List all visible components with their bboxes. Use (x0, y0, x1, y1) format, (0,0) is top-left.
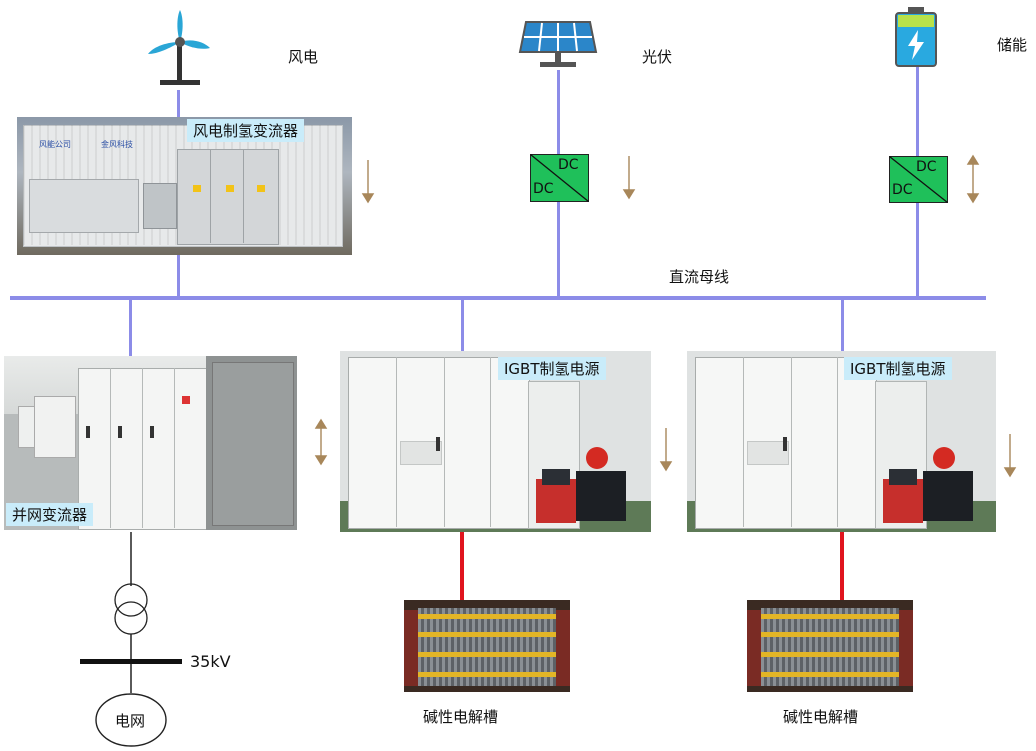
brand-text-1: 风能公司 (39, 140, 71, 149)
dc-bus-label: 直流母线 (669, 268, 730, 286)
cabinet-doors (177, 149, 279, 245)
igbt2-photo (687, 351, 996, 532)
storage-dcdc-converter (889, 156, 948, 203)
wind-turbine-icon (148, 10, 210, 85)
worker-helmet (586, 447, 608, 469)
storage-dcdc-bottom: DC (892, 182, 913, 198)
electrolyzer1-label: 碱性电解槽 (423, 708, 499, 726)
igbt2-line (841, 296, 844, 353)
wind-label: 风电 (288, 48, 319, 66)
worker-helmet (933, 447, 955, 469)
pv-dcdc-top: DC (558, 157, 579, 173)
igbt1-line (461, 298, 464, 353)
busbar-35kv (80, 659, 182, 664)
igbt1-tag: IGBT制氢电源 (498, 357, 606, 380)
cooling-unit (29, 179, 139, 233)
solar-panel-icon (518, 21, 598, 67)
electrolyzer1-photo (404, 600, 570, 692)
storage-label: 储能 (997, 36, 1028, 54)
wind-converter-tag: 风电制氢变流器 (187, 119, 305, 142)
battery-icon (895, 7, 937, 67)
transformer-coil-bottom (114, 601, 148, 635)
grid-label: 电网 (115, 712, 146, 730)
converter-cabinets (78, 368, 208, 530)
pv-dcdc-bottom: DC (533, 181, 554, 197)
grid-converter-line (129, 298, 132, 356)
voltage-label: 35kV (190, 652, 231, 671)
brand-text-2: 金风科技 (101, 140, 133, 149)
grid-converter-tag: 并网变流器 (6, 503, 94, 526)
electrolyzer2-photo (747, 600, 913, 692)
power-flow-arrows (314, 154, 1017, 478)
storage-dcdc-top: DC (916, 159, 937, 175)
transformer-coil-top (114, 583, 148, 617)
pv-dcdc-converter (530, 154, 589, 202)
electrolyzer1-link (460, 532, 464, 602)
dc-bus-line (10, 296, 986, 300)
igbt2-tag: IGBT制氢电源 (844, 357, 952, 380)
electrolyzer2-label: 碱性电解槽 (783, 708, 859, 726)
igbt1-photo (340, 351, 651, 532)
wind-converter-photo: 风能公司 金风科技 (17, 117, 352, 255)
pv-label: 光伏 (642, 48, 673, 66)
grid-circle (95, 693, 167, 747)
electrolyzer2-link (840, 532, 844, 602)
